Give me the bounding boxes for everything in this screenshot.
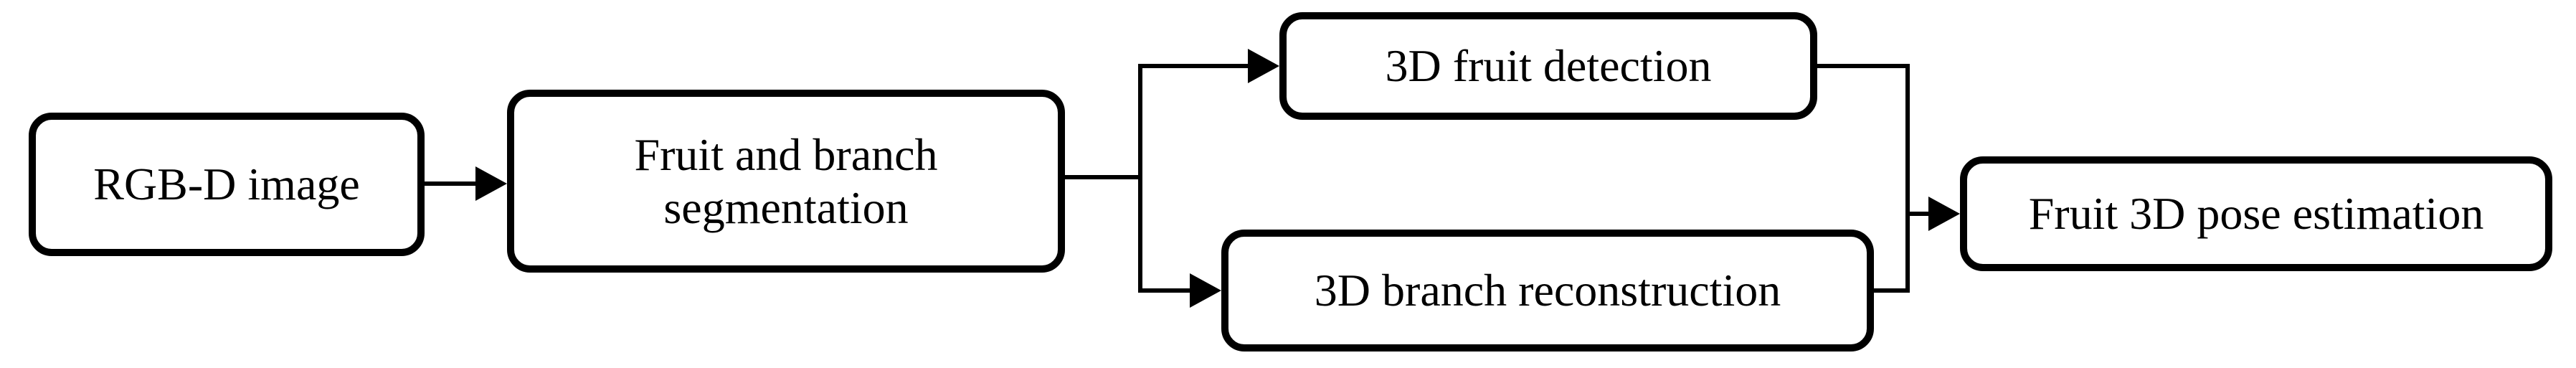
node-rgbd-image-label: RGB-D image: [93, 159, 360, 210]
edge-merge-to-pose-arrow: [1928, 197, 1960, 231]
node-fruit-3d-pose-estimation: Fruit 3D pose estimation: [1960, 156, 2552, 271]
node-3d-fruit-detection-label: 3D fruit detection: [1385, 40, 1712, 92]
node-fruit-3d-pose-estimation-label: Fruit 3D pose estimation: [2028, 188, 2484, 240]
node-3d-fruit-detection: 3D fruit detection: [1279, 12, 1817, 120]
node-segmentation-label-line-2: segmentation: [663, 181, 909, 233]
node-segmentation-label-line-1: Fruit and branch: [634, 128, 938, 180]
node-3d-branch-reconstruction: 3D branch reconstruction: [1221, 230, 1874, 352]
node-fruit-branch-segmentation: Fruit and branch segmentation: [507, 90, 1065, 273]
edge-seg-to-det-arrow: [1248, 49, 1279, 83]
node-rgbd-image: RGB-D image: [29, 113, 425, 256]
edge-rgbd-to-seg-arrow: [475, 166, 507, 201]
edge-seg-to-rec-arrow: [1190, 273, 1221, 308]
node-segmentation-text: Fruit and branch segmentation: [635, 128, 938, 234]
node-3d-branch-reconstruction-label: 3D branch reconstruction: [1314, 265, 1781, 316]
